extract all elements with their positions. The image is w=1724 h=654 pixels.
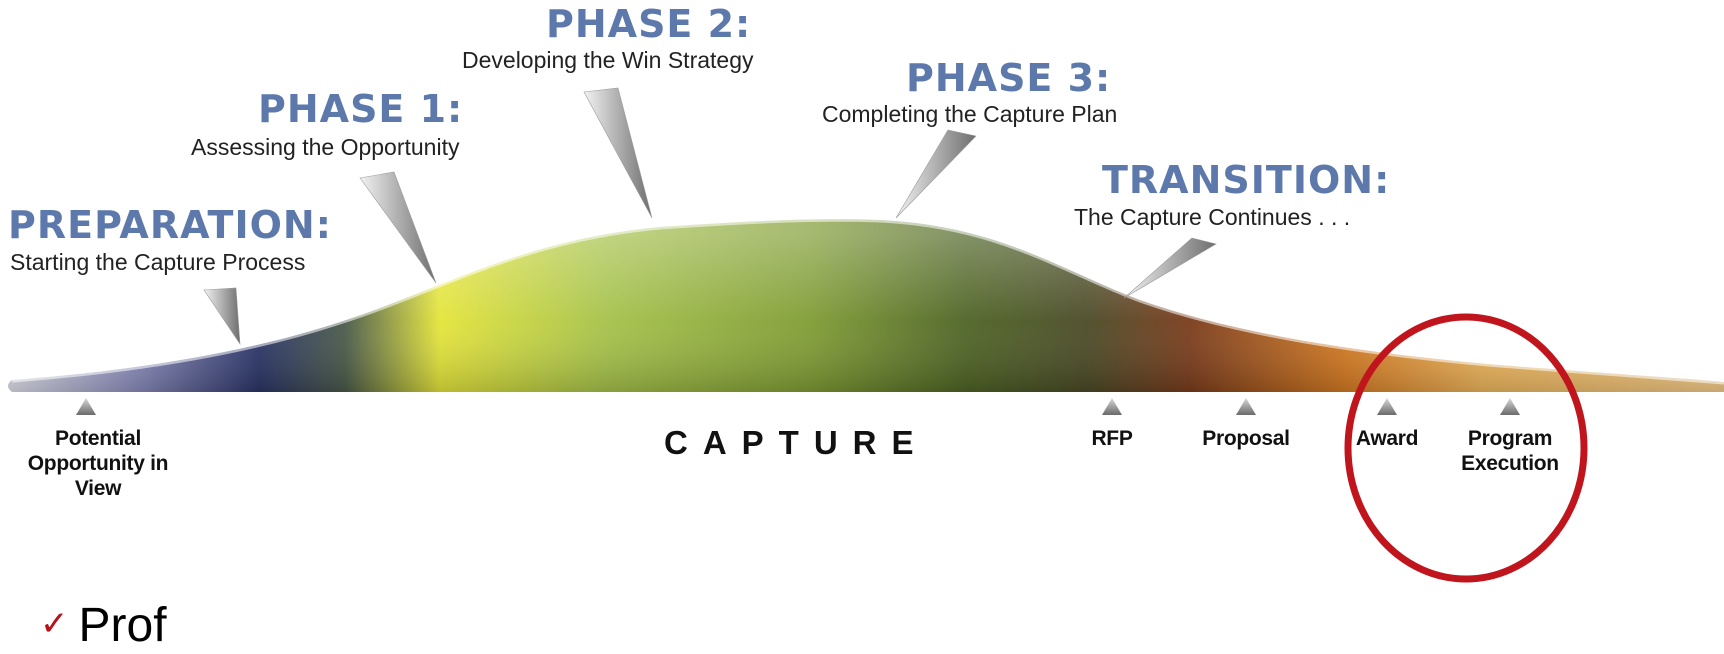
preparation-callout-pointer bbox=[203, 287, 241, 346]
rfp-marker-icon bbox=[1102, 398, 1122, 415]
check-mark-icon: ✓ bbox=[40, 605, 69, 643]
program-execution-marker-icon bbox=[1500, 398, 1520, 415]
proposal-label: Proposal bbox=[1202, 427, 1290, 450]
footer-logo-text: Prof bbox=[78, 599, 167, 652]
program-execution-label: Program Execution bbox=[1461, 427, 1559, 475]
phase3-subtitle: Completing the Capture Plan bbox=[822, 101, 1118, 127]
transition-subtitle: The Capture Continues . . . bbox=[1074, 204, 1351, 230]
phase3-title: PHASE 3: bbox=[906, 56, 1112, 100]
phase2-callout-pointer bbox=[583, 87, 653, 219]
transition-title: TRANSITION: bbox=[1102, 158, 1391, 202]
phase2-title: PHASE 2: bbox=[546, 2, 752, 46]
phase1-title: PHASE 1: bbox=[258, 87, 464, 131]
award-label: Award bbox=[1355, 427, 1419, 450]
preparation-title: PREPARATION: bbox=[8, 203, 332, 247]
footer-logo: ✓Prof bbox=[40, 602, 167, 654]
award-marker-icon bbox=[1377, 398, 1397, 415]
phase2-subtitle: Developing the Win Strategy bbox=[462, 47, 754, 73]
rfp-label: RFP bbox=[1091, 427, 1133, 450]
phase1-callout-pointer bbox=[359, 171, 437, 284]
award-execution-highlight-circle bbox=[1344, 313, 1588, 583]
phase1-subtitle: Assessing the Opportunity bbox=[191, 134, 460, 160]
potential-opportunity-marker-icon bbox=[76, 398, 96, 415]
preparation-subtitle: Starting the Capture Process bbox=[10, 249, 306, 275]
capture-label: CAPTURE bbox=[664, 424, 929, 461]
phase3-callout-pointer bbox=[895, 129, 977, 219]
potential-opportunity-label: Potential Opportunity in View bbox=[27, 427, 169, 500]
transition-callout-pointer bbox=[1123, 237, 1217, 299]
proposal-marker-icon bbox=[1236, 398, 1256, 415]
